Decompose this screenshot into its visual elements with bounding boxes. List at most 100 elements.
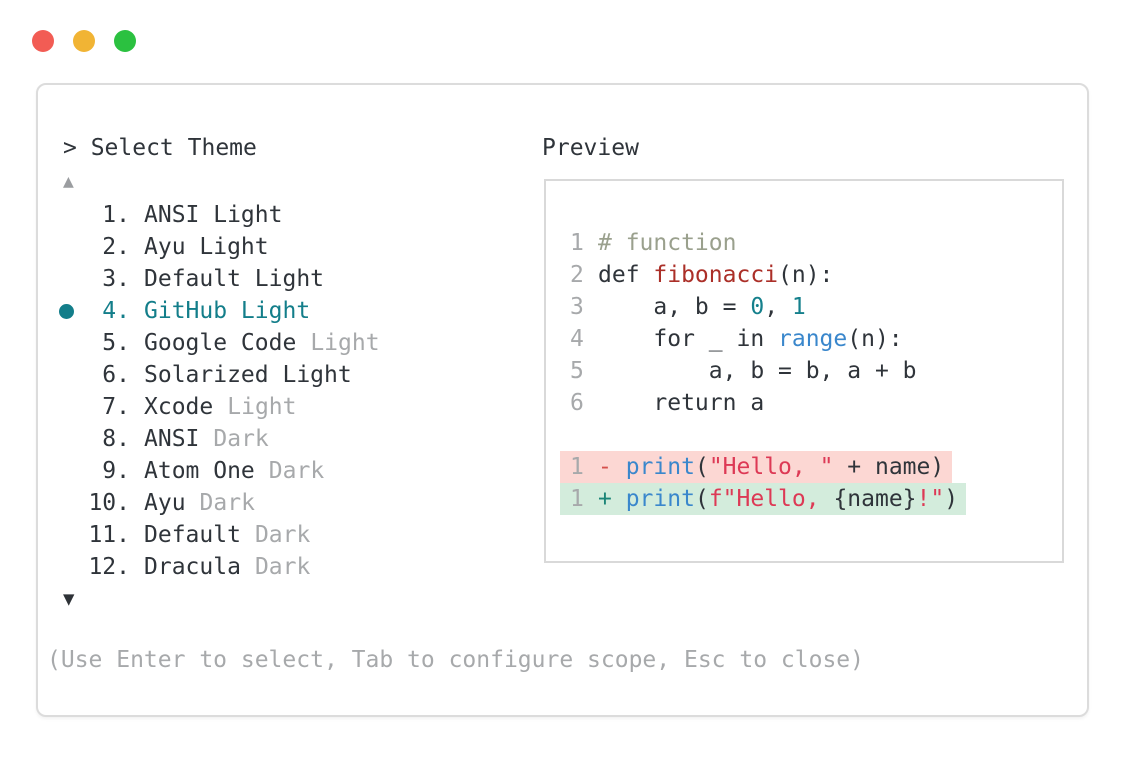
code-token: return a xyxy=(598,390,765,416)
theme-list-item[interactable]: 4. GitHub Light xyxy=(58,295,380,327)
line-number: 6 xyxy=(570,390,584,416)
theme-name: Default xyxy=(144,522,241,548)
code-token: !" xyxy=(916,486,945,512)
bullet-spacer xyxy=(58,391,88,423)
theme-variant-label: Dark xyxy=(268,458,325,484)
theme-number: 6. xyxy=(102,362,130,388)
code-token: a, b = b, a + b xyxy=(598,358,917,384)
theme-number: 5. xyxy=(102,330,130,356)
code-token: print xyxy=(625,486,695,512)
code-line: 3 a, b = 0, 1 xyxy=(546,291,1062,323)
code-token: fibonacci xyxy=(653,262,779,288)
code-token: (n): xyxy=(778,262,834,288)
bullet-spacer xyxy=(58,231,88,263)
theme-list-item[interactable]: 9. Atom One Dark xyxy=(58,455,380,487)
code-line: 1 # function xyxy=(546,227,1062,259)
theme-number: 7. xyxy=(102,394,130,420)
blank-line xyxy=(546,419,1062,451)
window-controls xyxy=(32,30,136,52)
theme-name: Atom One xyxy=(144,458,255,484)
theme-list-item[interactable]: 11. Default Dark xyxy=(58,519,380,551)
bullet-spacer xyxy=(58,359,88,391)
bullet-spacer xyxy=(58,327,88,359)
bullet-spacer xyxy=(58,519,88,551)
picker-title: > Select Theme xyxy=(63,135,257,161)
footer-hint: (Use Enter to select, Tab to configure s… xyxy=(47,647,864,673)
theme-number: 4. xyxy=(102,298,130,324)
preview-title: Preview xyxy=(542,135,639,161)
theme-name: Google Code xyxy=(144,330,297,356)
code-token: 1 xyxy=(791,294,806,320)
theme-list-item[interactable]: 6. Solarized Light xyxy=(58,359,380,391)
code-token: + name) xyxy=(833,454,945,480)
theme-variant-label: Dark xyxy=(199,490,255,516)
bullet-spacer xyxy=(58,199,88,231)
line-number: 1 xyxy=(570,454,584,480)
code-token: - xyxy=(598,454,626,480)
theme-name: Xcode xyxy=(144,394,214,420)
theme-variant-label: Light xyxy=(227,394,297,420)
theme-name: Ayu Light xyxy=(144,234,269,260)
theme-list-item[interactable]: 12. Dracula Dark xyxy=(58,551,380,583)
theme-number: 12. xyxy=(88,554,130,580)
code-token: ( xyxy=(694,454,709,480)
theme-number: 11. xyxy=(88,522,130,548)
close-window-button[interactable] xyxy=(32,30,54,52)
code-token: (n): xyxy=(847,326,903,352)
theme-number: 10. xyxy=(88,490,130,516)
theme-number: 1. xyxy=(102,202,130,228)
code-line: 2 def fibonacci(n): xyxy=(546,259,1062,291)
theme-list-item[interactable]: 3.Default Light xyxy=(58,263,380,295)
theme-number: 9. xyxy=(102,458,130,484)
theme-name: Ayu xyxy=(144,490,186,516)
theme-list-item[interactable]: 1.ANSI Light xyxy=(58,199,380,231)
theme-list-item[interactable]: 2. Ayu Light xyxy=(58,231,380,263)
code-token: for _ in xyxy=(598,326,779,352)
theme-number: 2. xyxy=(102,234,130,260)
code-token: a, b = xyxy=(598,294,751,320)
code-token: print xyxy=(625,454,695,480)
theme-name: Dracula xyxy=(144,554,241,580)
code-token: ( xyxy=(694,486,709,512)
theme-list-item[interactable]: 7. Xcode Light xyxy=(58,391,380,423)
theme-name: Solarized Light xyxy=(144,362,352,388)
theme-name: ANSI xyxy=(144,426,200,452)
code-token: "Hello, " xyxy=(708,454,834,480)
theme-list-item[interactable]: 8. ANSI Dark xyxy=(58,423,380,455)
theme-variant-label: Dark xyxy=(213,426,269,452)
diff-line-added: 1+ print(f"Hello, {name}!") xyxy=(560,483,967,515)
line-number: 4 xyxy=(570,326,584,352)
theme-variant-label: Dark xyxy=(254,554,311,580)
code-token: + xyxy=(598,486,626,512)
bullet-spacer xyxy=(58,487,88,519)
scroll-up-icon[interactable]: ▲ xyxy=(63,171,74,192)
code-token: 0 xyxy=(750,294,765,320)
code-token: def xyxy=(598,262,654,288)
diff-line-removed: 1- print("Hello, " + name) xyxy=(560,451,953,483)
theme-variant-label: Dark xyxy=(254,522,311,548)
minimize-window-button[interactable] xyxy=(73,30,95,52)
bullet-spacer xyxy=(58,455,88,487)
zoom-window-button[interactable] xyxy=(114,30,136,52)
scroll-down-icon[interactable]: ▼ xyxy=(63,588,75,610)
line-number: 1 xyxy=(570,230,584,256)
theme-list-item[interactable]: 10. Ayu Dark xyxy=(58,487,380,519)
code-token: , xyxy=(764,294,792,320)
line-number: 2 xyxy=(570,262,584,288)
line-number: 3 xyxy=(570,294,584,320)
theme-number: 3. xyxy=(102,266,130,292)
selected-bullet-icon xyxy=(58,295,88,327)
code-token: {name} xyxy=(833,486,917,512)
code-line: 5 a, b = b, a + b xyxy=(546,355,1062,387)
code-token: ) xyxy=(944,486,959,512)
code-token: f"Hello, xyxy=(708,486,834,512)
theme-name: GitHub Light xyxy=(144,298,311,324)
theme-number: 8. xyxy=(102,426,130,452)
code-token: range xyxy=(778,326,848,352)
code-token: # function xyxy=(598,230,737,256)
